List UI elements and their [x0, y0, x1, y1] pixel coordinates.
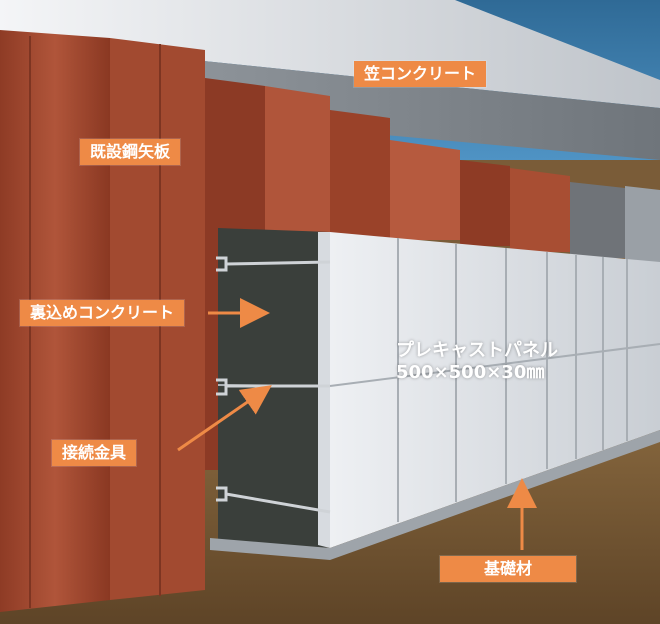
precast-panel-name: プレキャストパネル	[396, 340, 558, 362]
existing-sheet-pile-label: 既設鋼矢板	[80, 139, 180, 165]
connector-label: 接続金具	[52, 440, 136, 466]
foundation-label: 基礎材	[440, 556, 576, 582]
backfill-concrete	[218, 228, 330, 548]
precast-panel-size: 500×500×30㎜	[396, 362, 558, 384]
backfill-concrete-label: 裏込めコンクリート	[20, 300, 184, 326]
precast-panel-label: プレキャストパネル 500×500×30㎜	[396, 340, 558, 384]
kasa-concrete-label: 笠コンクリート	[354, 61, 486, 87]
